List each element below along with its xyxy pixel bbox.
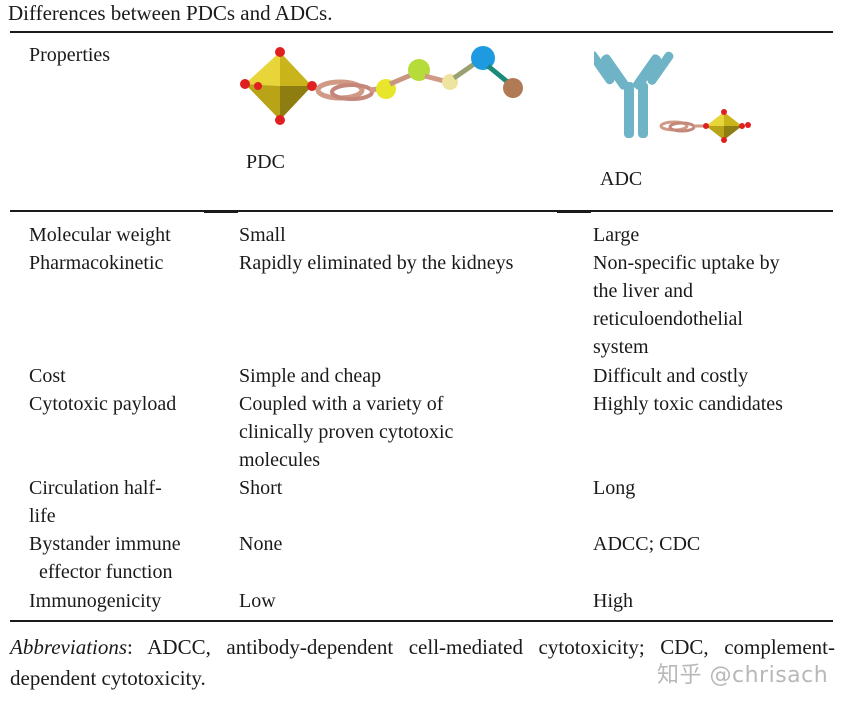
row-adc-cell: High [593,590,633,612]
row-adc-cell: ADCC; CDC [593,533,701,555]
row-pdc-cell: Simple and cheap [239,365,382,387]
header-properties: Properties [29,44,111,66]
row-pdc-cell: Low [239,590,276,612]
row-pdc-cell: Rapidly eliminated by the kidneys [239,252,514,274]
peptide-chain-icon [369,46,523,99]
table-footnote: Abbreviations: ADCC, antibody-dependent … [10,632,835,694]
pdc-structure-illustration [240,46,523,125]
row-adc-cell: Highly toxic candidates [593,393,783,415]
row-adc-cell: Non-specific uptake by the liver and ret… [593,252,780,358]
row-property-cell: Cytotoxic payload [29,393,177,415]
payload-octahedron-icon [240,47,317,125]
row-property-cell: Bystander immune effector function [29,533,181,583]
table-caption: Differences between PDCs and ADCs. [8,1,333,25]
column-rule-mark [557,210,591,213]
row-property-cell: Molecular weight [29,224,171,246]
linker-icon [315,79,374,101]
row-property-cell: Pharmacokinetic [29,252,164,274]
header-adc: ADC [600,168,643,190]
table-bottom-rule [10,620,833,622]
row-pdc-cell: Short [239,477,283,499]
table-header-rule [10,210,833,212]
watermark: 知乎 @chrisach [657,663,829,688]
row-adc-cell: Difficult and costly [593,365,749,387]
antibody-icon [594,51,674,138]
column-rule-mark [204,210,238,213]
payload-octahedron-icon [703,109,751,143]
footnote-text: : ADCC, antibody-dependent cell-mediated… [10,635,835,690]
row-property-cell: Cost [29,365,66,387]
header-pdc: PDC [246,151,285,173]
adc-structure-illustration [594,51,751,143]
row-pdc-cell: Small [239,224,286,246]
row-pdc-cell: None [239,533,283,555]
table-top-rule [10,31,833,33]
row-adc-cell: Large [593,224,640,246]
footnote-label: Abbreviations [10,635,128,659]
row-property-cell: Circulation half- life [29,477,162,527]
row-property-cell: Immunogenicity [29,590,162,612]
row-pdc-cell: Coupled with a variety of clinically pro… [239,393,454,471]
linker-icon [659,120,706,133]
row-adc-cell: Long [593,477,636,499]
